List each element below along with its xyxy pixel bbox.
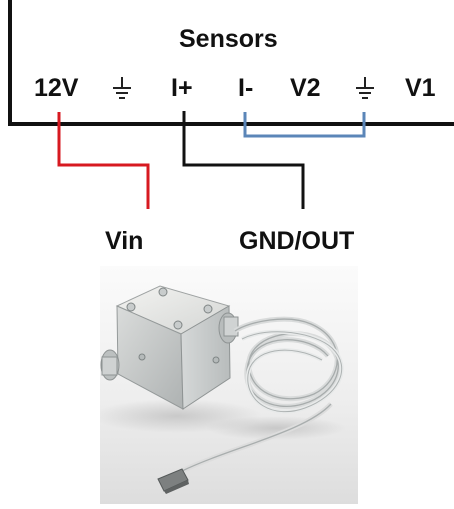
ground-icon <box>356 77 374 99</box>
gnd-out-label: GND/OUT <box>239 227 355 255</box>
terminal-i-minus: I- <box>238 74 254 102</box>
vin-wire <box>57 121 150 209</box>
jumper-wire <box>243 112 366 138</box>
vin-label: Vin <box>105 227 144 255</box>
gnd-out-wire <box>182 116 305 209</box>
sensors-panel-border <box>8 0 454 126</box>
terminal-12v: 12V <box>34 74 79 102</box>
sensor-box-with-cable-icon <box>100 266 358 504</box>
terminal-i-plus: I+ <box>171 74 193 102</box>
sensors-title: Sensors <box>179 25 278 53</box>
ground-icon <box>113 77 131 99</box>
terminal-v2: V2 <box>290 74 321 102</box>
terminal-v1: V1 <box>405 74 436 102</box>
